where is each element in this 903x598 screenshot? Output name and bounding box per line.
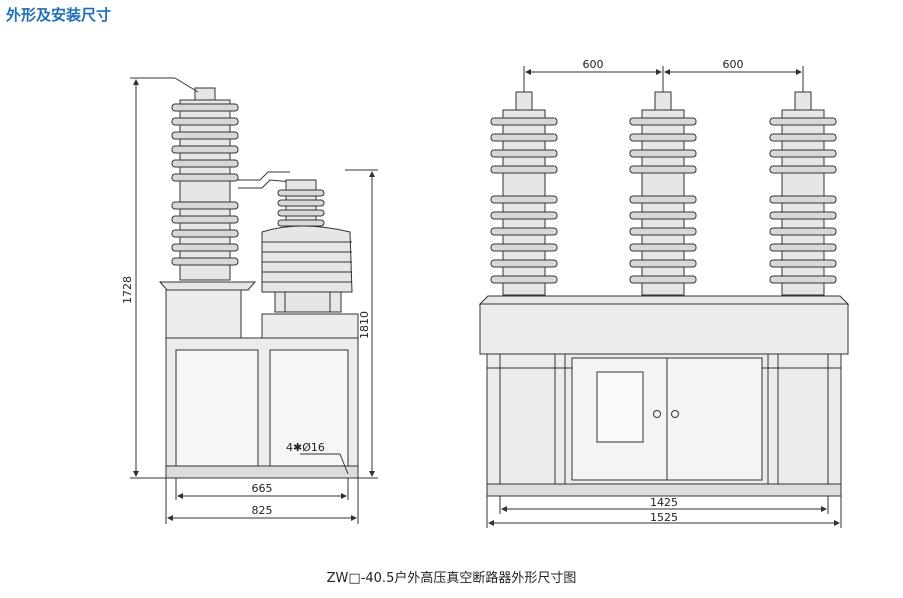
dim-pole-spacing-right: 600 xyxy=(723,58,744,71)
side-ct-insulator xyxy=(261,179,353,313)
dim-mount-holes: 4✱Ø16 xyxy=(286,441,325,454)
dim-front-width-outer: 1525 xyxy=(650,511,678,524)
figure-caption: ZW□-40.5户外高压真空断路器外形尺寸图 xyxy=(326,571,577,586)
side-view xyxy=(130,77,378,524)
dim-front-width-inner: 1425 xyxy=(650,496,678,509)
dim-side-width-outer: 825 xyxy=(252,504,273,517)
front-view xyxy=(478,66,850,528)
front-pole-middle xyxy=(629,91,697,296)
side-main-insulator xyxy=(158,77,257,291)
dim-side-height: 1728 xyxy=(121,276,134,304)
front-pole-left xyxy=(490,91,558,296)
page-title: 外形及安装尺寸 xyxy=(6,6,112,24)
dim-side-width-inner: 665 xyxy=(252,482,273,495)
technical-drawing: 1728 1810 665 825 4✱Ø16 xyxy=(121,58,850,528)
dim-side-height2: 1810 xyxy=(358,311,371,339)
front-pole-right xyxy=(769,91,837,296)
dim-pole-spacing-left: 600 xyxy=(583,58,604,71)
